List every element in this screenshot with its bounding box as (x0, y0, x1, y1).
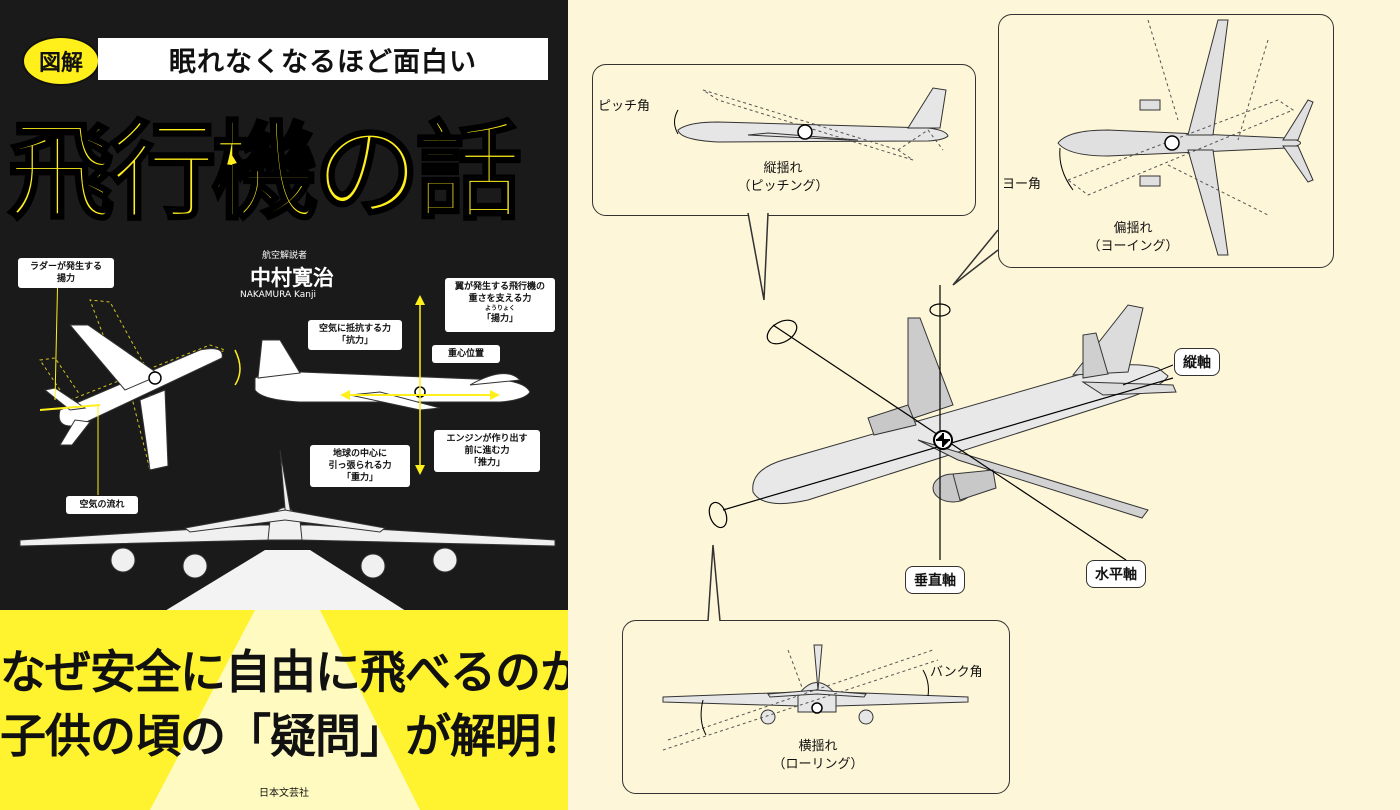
drag-term: 「抗力」 (336, 336, 373, 346)
tagline-line-1: なぜ安全に自由に飛べるのか (0, 645, 568, 699)
lift-ruby: ようりょく (484, 305, 515, 312)
left-airplane (43, 324, 223, 471)
roll-angle-label: バンク角 (930, 665, 983, 680)
yaw-name: 偏揺れ (1113, 221, 1153, 236)
yaw-name-kana: （ヨーイング） (1087, 239, 1179, 254)
thrust-desc: エンジンが作り出す 前に進む力 (446, 434, 528, 456)
roll-name-kana: （ローリング） (772, 757, 864, 772)
wing-lift-desc: 翼が発生する飛行機の 重さを支える力 (454, 282, 545, 304)
lift-term: 「揚力」 (481, 314, 518, 324)
cg-marker-icon (148, 371, 162, 385)
beam-overlay (150, 610, 420, 810)
airflow-label: 空気の流れ (66, 496, 138, 514)
lateral-axis-label: 水平軸 (1086, 560, 1146, 588)
yaw-angle-label: ヨー角 (1002, 177, 1042, 192)
tagline-line-2: 子供の頃の「疑問」が解明！ (0, 709, 568, 763)
gravity-desc: 地球の中心に 引っ張られる力 (328, 449, 392, 471)
roll-name: 横揺れ (798, 739, 838, 754)
drag-desc: 空気に抵抗する力 (318, 324, 391, 334)
diagram-graphics (662, 19, 1314, 751)
pitch-cg-icon (797, 124, 813, 140)
pitch-name: 縦揺れ (763, 161, 803, 176)
pitch-name-kana: （ピッチング） (737, 179, 829, 194)
drag-label: 空気に抵抗する力 「抗力」 (308, 320, 402, 350)
vertical-axis-label: 垂直軸 (905, 566, 965, 594)
gravity-label: 地球の中心に 引っ張られる力 「重力」 (310, 445, 410, 487)
cover-subtitle: 眠れなくなるほど面白い (98, 38, 548, 80)
rudder-lift-label: ラダーが発生する 揚力 (18, 258, 114, 288)
wing-lift-label: 翼が発生する飛行機の 重さを支える力 ようりょく 「揚力」 (445, 278, 555, 332)
cover-title: 飛行機の話 (7, 110, 524, 236)
thrust-label: エンジンが作り出す 前に進む力 「推力」 (434, 430, 540, 472)
author-roman: NAKAMURA Kanji (240, 290, 317, 300)
roll-cg-icon (811, 702, 823, 714)
author-name: 中村寛治 (250, 266, 334, 290)
yaw-cg-icon (1164, 135, 1180, 151)
publisher: 日本文芸社 (259, 788, 309, 799)
pitch-angle-label: ピッチ角 (598, 99, 651, 114)
thrust-term: 「推力」 (468, 458, 505, 468)
gravity-term: 「重力」 (341, 473, 378, 483)
cover-airplane-illustrations (19, 264, 556, 620)
aircraft-axes-diagram: ピッチ角 縦揺れ （ピッチング） ヨー角 偏揺れ （ヨーイング） バンク角 横揺… (568, 0, 1400, 810)
roll-airplane (662, 644, 969, 725)
author-role: 航空解説者 (262, 251, 308, 261)
longitudinal-axis-label: 縦軸 (1174, 348, 1220, 376)
pitch-airplane (677, 87, 949, 143)
main-airplane (752, 304, 1177, 519)
front-airplane (19, 449, 556, 579)
book-cover: 図解 眠れなくなるほど面白い 飛行機の話 航空解説者 中村寛治 NAKAMURA… (0, 0, 568, 810)
zukai-badge: 図解 (22, 36, 100, 86)
cg-label: 重心位置 (432, 345, 500, 363)
